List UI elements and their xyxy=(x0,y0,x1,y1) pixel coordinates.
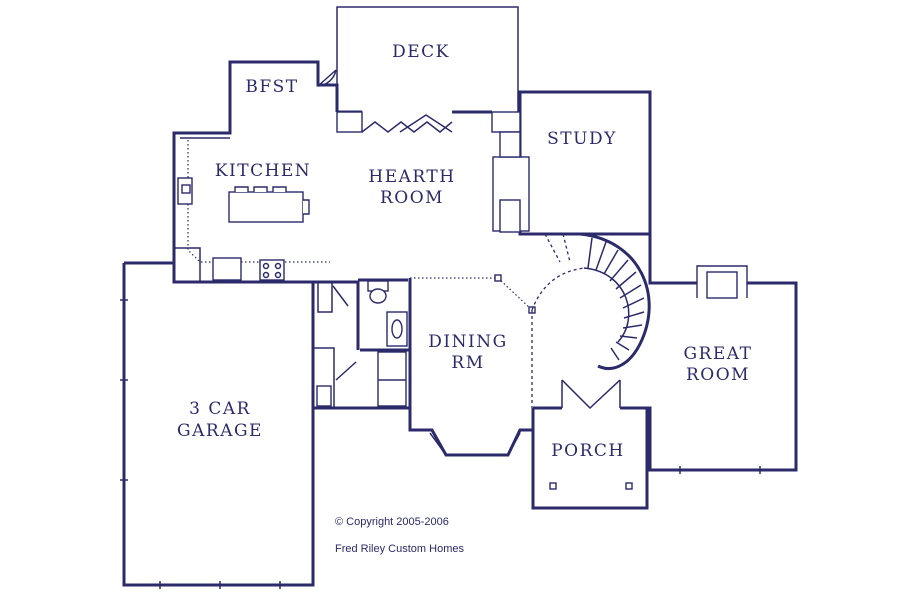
window-ticks xyxy=(120,299,761,589)
room-label-dining-2: RM xyxy=(451,353,484,373)
room-label-garage-2: GARAGE xyxy=(177,421,263,441)
room-label-hearth-2: ROOM xyxy=(380,188,444,208)
room-label-garage-1: 3 CAR xyxy=(189,399,251,419)
room-label-hearth-1: HEARTH xyxy=(368,167,455,187)
room-label-bfst: BFST xyxy=(245,77,298,97)
room-label-great-1: GREAT xyxy=(684,344,753,364)
room-label-study: STUDY xyxy=(547,129,617,149)
fireplace xyxy=(492,131,530,233)
kitchen-counters xyxy=(174,137,330,282)
room-label-great-2: ROOM xyxy=(686,365,750,385)
room-label-dining-1: DINING xyxy=(428,332,507,352)
deck-doors xyxy=(336,111,521,133)
great-room-fireplace xyxy=(696,265,748,299)
service-rooms xyxy=(313,278,410,408)
builder-credit: Fred Riley Custom Homes xyxy=(335,543,464,555)
room-label-porch: PORCH xyxy=(551,441,625,461)
entry-doors xyxy=(549,379,633,490)
room-label-kitchen: KITCHEN xyxy=(215,161,311,181)
room-label-deck: DECK xyxy=(392,42,450,62)
kitchen-island xyxy=(228,186,310,223)
spiral-staircase xyxy=(531,232,651,408)
deck-area xyxy=(336,6,519,112)
copyright-text: © Copyright 2005-2006 xyxy=(335,516,449,528)
exterior-walls xyxy=(122,60,798,587)
bfst-door xyxy=(317,69,337,87)
